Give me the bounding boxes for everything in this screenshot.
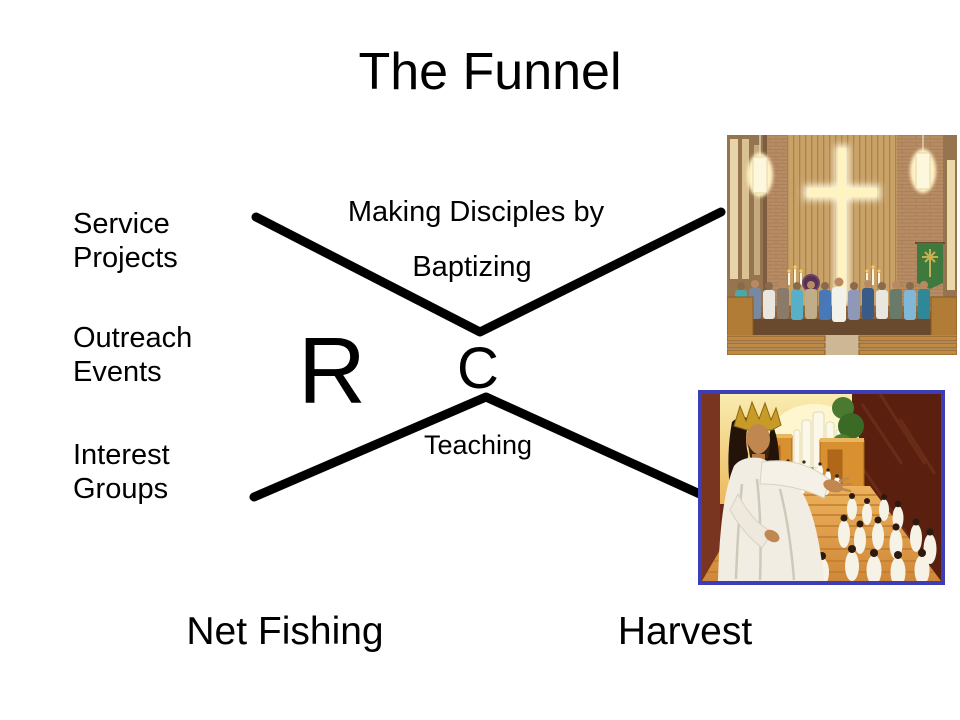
label-interest-groups: Interest Groups: [73, 438, 170, 506]
church-pastor: [832, 277, 846, 322]
painting-door-left: [702, 394, 720, 581]
church-green-banner: [915, 242, 945, 289]
label-service-projects-line1: Service: [73, 208, 170, 240]
letter-c: C: [457, 336, 499, 401]
label-service-projects-line2: Projects: [73, 242, 178, 274]
church-candles: [787, 265, 881, 285]
church-right-windows: [943, 135, 957, 335]
church-floor: [727, 317, 957, 337]
label-interest-groups-line2: Groups: [73, 473, 169, 505]
label-outreach-events: Outreach Events: [73, 321, 192, 389]
label-outreach-events-line2: Events: [73, 356, 162, 388]
church-podium-left: [726, 296, 754, 342]
label-outreach-events-line1: Outreach: [73, 322, 193, 354]
label-baptizing: Baptizing: [412, 251, 532, 283]
slide-title: The Funnel: [358, 43, 622, 101]
church-hanging-lamp-left: [747, 135, 773, 197]
jesus-harvest-painting: [698, 390, 945, 585]
church-pews: [726, 335, 958, 356]
jesus-figure: [718, 400, 853, 581]
jesus-painting-art: [702, 394, 941, 581]
label-harvest: Harvest: [617, 610, 753, 653]
church-photo-art: [726, 135, 958, 356]
painting-near-crowd: [815, 493, 937, 581]
label-interest-groups-line1: Interest: [73, 439, 170, 471]
church-hanging-lamp-right: [910, 135, 936, 193]
church-communion-photo: [726, 135, 958, 356]
letter-r: R: [298, 318, 366, 423]
church-congregation: [735, 277, 930, 322]
church-podium-right: [930, 296, 958, 342]
label-service-projects: Service Projects: [73, 207, 178, 275]
church-cross-icon: [804, 145, 880, 305]
label-making-disciples: Making Disciples by: [347, 196, 605, 228]
label-net-fishing: Net Fishing: [186, 610, 384, 653]
crown-icon: [733, 400, 782, 431]
label-teaching: Teaching: [423, 430, 533, 460]
